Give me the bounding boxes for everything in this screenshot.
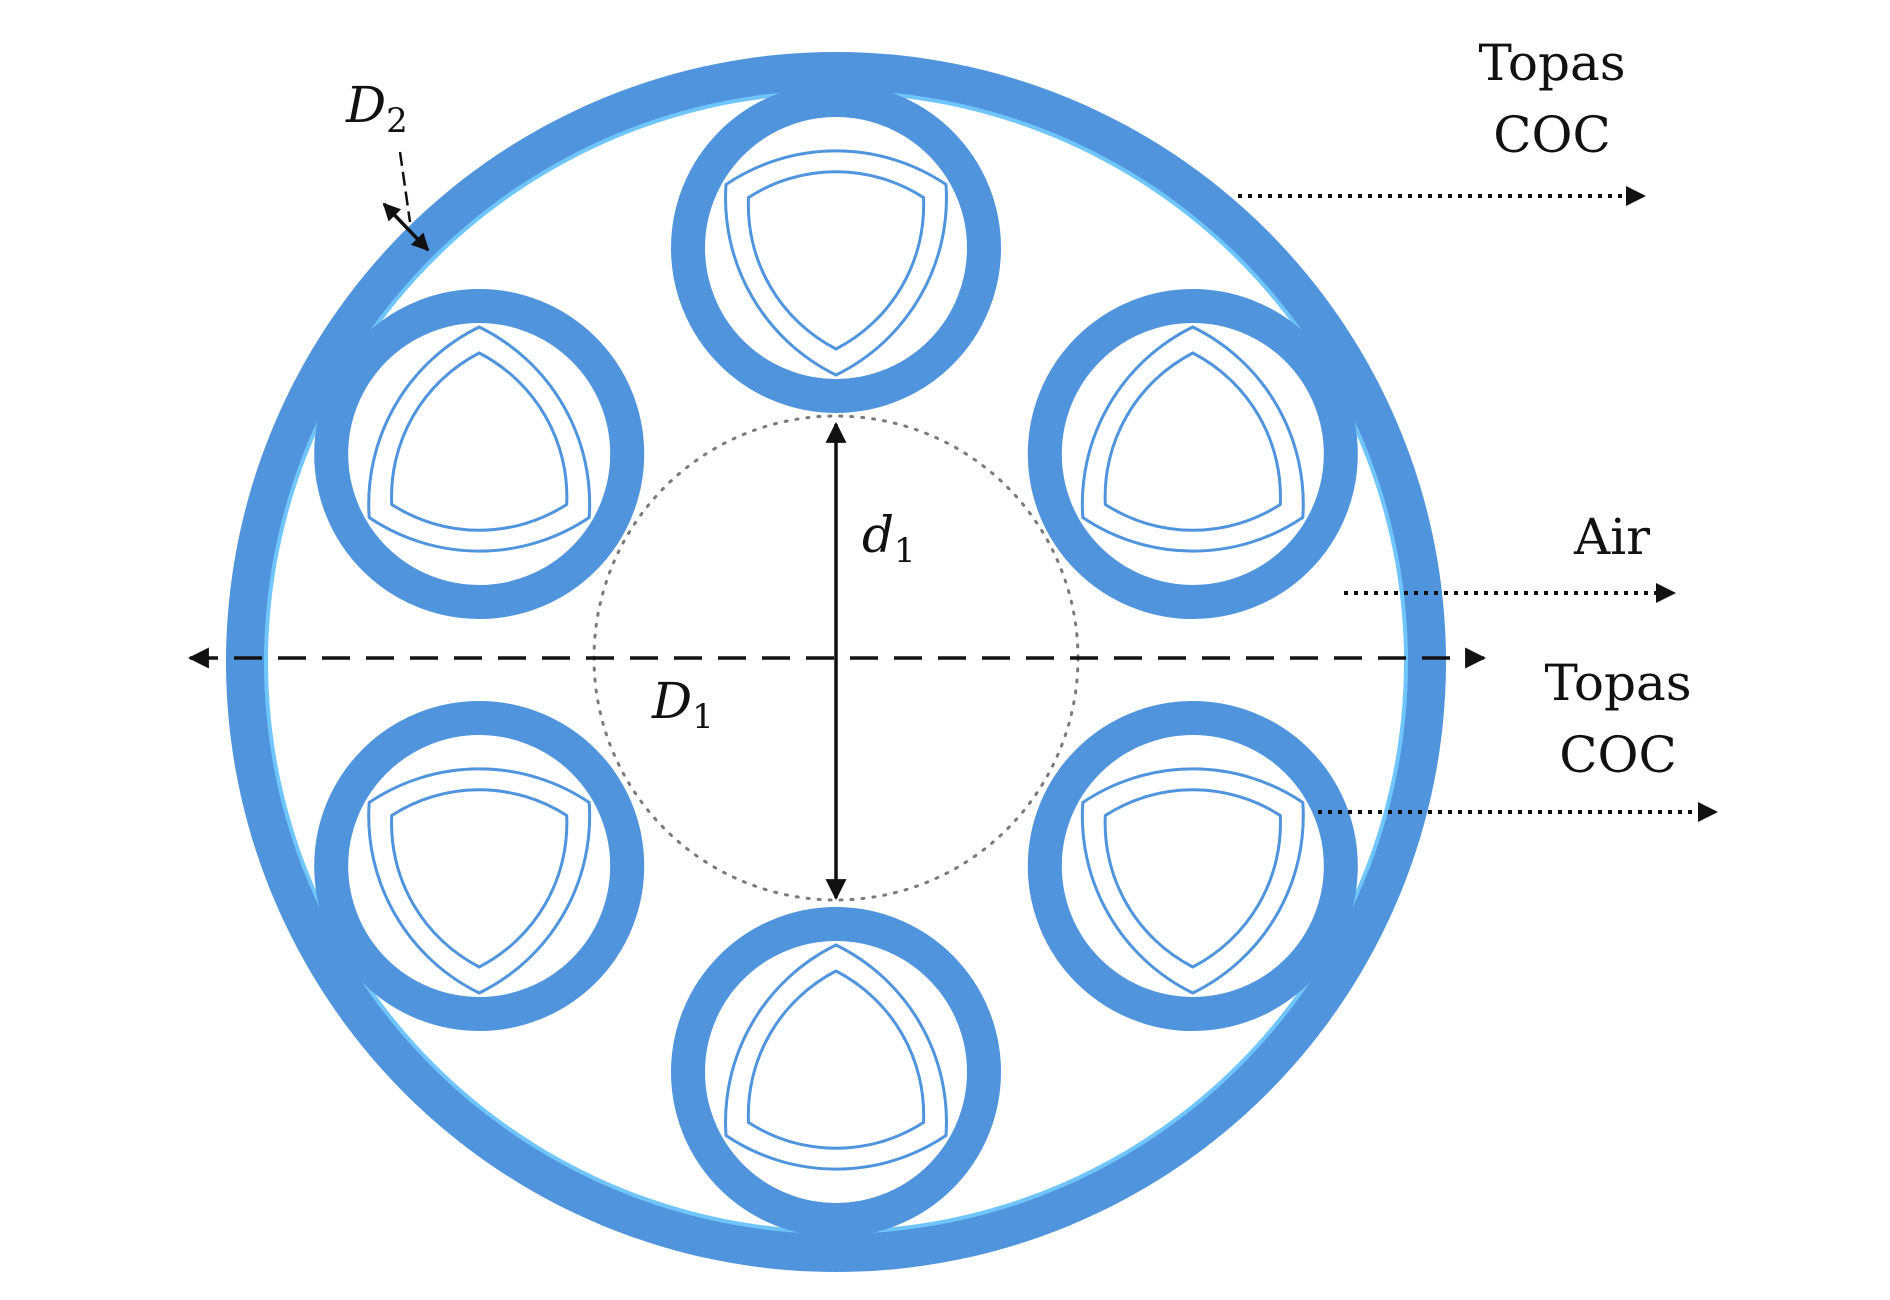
nested-tube-group bbox=[314, 83, 1358, 1237]
cladding-tube-ring bbox=[314, 701, 645, 1031]
outer-nested-triangle bbox=[367, 325, 592, 553]
outer-nested-triangle bbox=[1080, 325, 1305, 553]
D2-symbol: D bbox=[345, 76, 386, 134]
inner-nested-triangle bbox=[746, 969, 926, 1150]
D2-dimension-arrow bbox=[382, 202, 430, 252]
outer-jacket-material-label-line2: COC bbox=[1493, 106, 1611, 164]
D2-label: D2 bbox=[345, 76, 408, 141]
nested-tube bbox=[314, 289, 645, 619]
D1-label: D1 bbox=[651, 672, 714, 737]
nested-tube bbox=[1027, 701, 1358, 1031]
outer-nested-triangle bbox=[724, 943, 948, 1171]
D1-subscript: 1 bbox=[692, 697, 714, 737]
D1-symbol: D bbox=[651, 672, 692, 730]
outer-nested-triangle bbox=[724, 149, 948, 377]
nested-tube bbox=[1027, 289, 1358, 619]
D2-leader-line bbox=[398, 151, 412, 223]
tube-material-label-line1: Topas bbox=[1544, 654, 1691, 712]
inner-nested-triangle bbox=[746, 170, 926, 351]
inner-nested-triangle bbox=[390, 351, 569, 532]
nested-tube bbox=[671, 907, 1001, 1237]
air-label: Air bbox=[1573, 508, 1650, 566]
d1-label: d1 bbox=[862, 506, 916, 571]
d1-subscript: 1 bbox=[894, 531, 916, 571]
outer-nested-triangle bbox=[367, 767, 592, 995]
nested-tube bbox=[314, 701, 645, 1031]
cladding-tube-ring bbox=[671, 83, 1001, 413]
inner-nested-triangle bbox=[390, 788, 569, 969]
outer-nested-triangle bbox=[1080, 767, 1305, 995]
inner-nested-triangle bbox=[1103, 788, 1282, 969]
cladding-tube-ring bbox=[671, 907, 1001, 1237]
tube-material-label-line2: COC bbox=[1559, 726, 1677, 784]
cladding-tube-ring bbox=[1027, 289, 1358, 619]
D2-subscript: 2 bbox=[386, 101, 408, 141]
nested-tube bbox=[671, 83, 1001, 413]
cladding-tube-ring bbox=[314, 289, 645, 619]
outer-jacket-material-label-line1: Topas bbox=[1478, 34, 1625, 92]
inner-nested-triangle bbox=[1103, 351, 1282, 532]
cladding-tube-ring bbox=[1027, 701, 1358, 1031]
d1-symbol: d bbox=[862, 506, 894, 564]
